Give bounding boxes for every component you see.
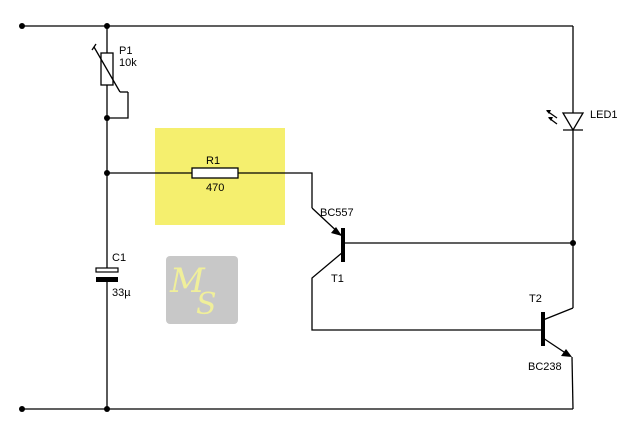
r1-ref: R1 [206,155,220,167]
r1-value: 470 [206,182,224,194]
p1-potentiometer [91,26,129,119]
led1-ref: LED1 [590,109,618,121]
c1-ref: C1 [112,252,126,264]
t1-transistor [311,207,573,331]
c1-value: 33µ [112,287,131,299]
svg-text:M: M [169,261,206,301]
r1-right-wire [238,172,313,208]
p1-value: 10k [119,57,137,69]
c1-capacitor [95,267,119,282]
t2-part: BC238 [528,361,562,373]
t2-ref: T2 [529,293,542,305]
p1-ref: P1 [119,45,132,57]
t1-part: BC557 [320,207,354,219]
junction-dots [19,23,576,412]
svg-text:S: S [196,287,217,322]
led1-diode [546,109,585,308]
t1-ref: T1 [331,273,344,285]
r1-resistor [191,167,239,179]
t2-transistor [541,307,574,410]
ms-logo: M S [166,256,238,324]
